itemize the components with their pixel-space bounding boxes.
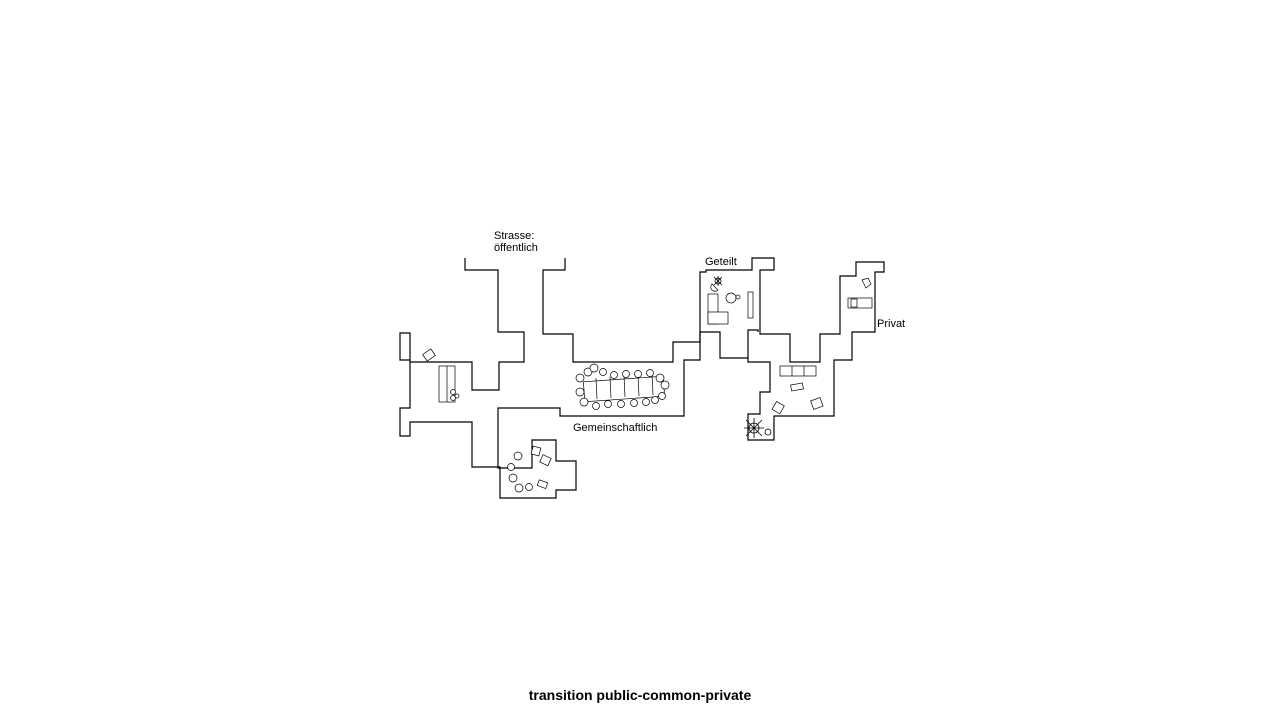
dining-chairs: [575, 363, 670, 410]
furniture-left-room: [422, 348, 460, 403]
bed: [847, 297, 873, 309]
armchair: [422, 348, 436, 362]
furniture-living-area: [744, 365, 824, 438]
dining-table-group: [575, 363, 670, 410]
label-street-line2: öffentlich: [494, 242, 538, 254]
label-private: Privat: [877, 318, 905, 330]
couch: [779, 365, 817, 377]
furniture-lower-lounge: [507, 445, 552, 493]
label-common: Gemeinschaftlich: [573, 422, 657, 434]
plant-icon: [744, 418, 772, 438]
floor-plan-walls: [399, 257, 885, 499]
furniture-private-room: [847, 277, 873, 309]
label-shared: Geteilt: [705, 256, 737, 268]
label-street-line1: Strasse:: [494, 230, 534, 242]
shelf: [747, 291, 754, 319]
zone-labels: Strasse: öffentlich Geteilt Privat Gemei…: [494, 230, 905, 434]
wall-left-wing: [399, 258, 759, 499]
furniture-shared-room: [707, 276, 754, 325]
wall-middle-wing: [542, 257, 885, 441]
figure-caption: transition public-common-private: [528, 687, 752, 703]
